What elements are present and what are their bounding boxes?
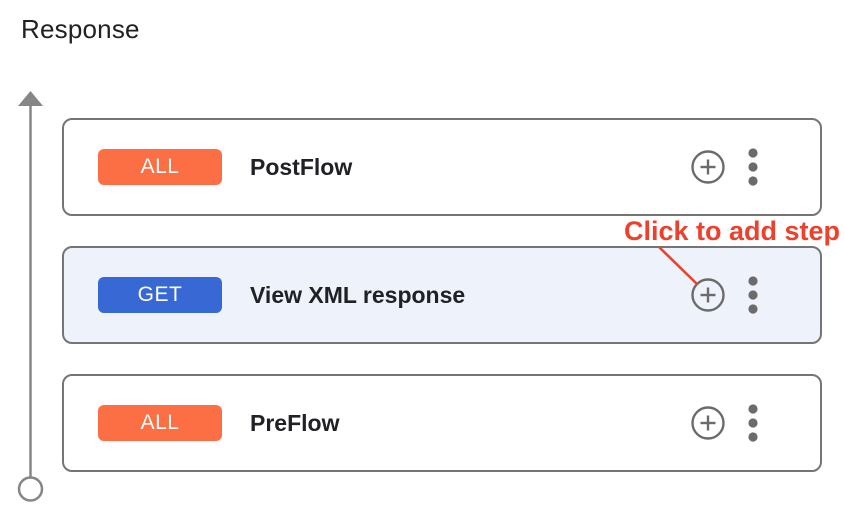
annotation-click-to-add-step: Click to add step	[623, 216, 840, 246]
add-step-button[interactable]	[690, 277, 726, 313]
flow-card-preflow[interactable]: ALL PreFlow	[62, 374, 822, 472]
flow-name: PostFlow	[250, 153, 353, 180]
method-badge: ALL	[98, 405, 222, 441]
more-vert-icon	[748, 276, 758, 314]
more-options-button[interactable]	[746, 401, 760, 445]
more-vert-icon	[748, 404, 758, 442]
more-vert-icon	[748, 148, 758, 186]
method-badge: ALL	[98, 149, 222, 185]
flow-card-view-xml-response[interactable]: GET View XML response	[62, 246, 822, 344]
flow-card-postflow[interactable]: ALL PostFlow	[62, 118, 822, 216]
more-options-button[interactable]	[746, 145, 760, 189]
method-badge: GET	[98, 277, 222, 313]
flow-name: View XML response	[250, 281, 466, 308]
page-title: Response	[21, 14, 140, 44]
add-circle-icon	[691, 150, 725, 184]
flow-direction-line	[17, 91, 44, 502]
add-step-button[interactable]	[690, 405, 726, 441]
add-step-button[interactable]	[690, 149, 726, 185]
open-circle-icon	[17, 476, 44, 502]
more-options-button[interactable]	[746, 273, 760, 317]
flow-name: PreFlow	[250, 409, 340, 436]
add-circle-icon	[691, 278, 725, 312]
flow-card-list: ALL PostFlow GET View XML res	[62, 118, 822, 472]
arrow-up-icon	[18, 91, 43, 106]
add-circle-icon	[691, 406, 725, 440]
